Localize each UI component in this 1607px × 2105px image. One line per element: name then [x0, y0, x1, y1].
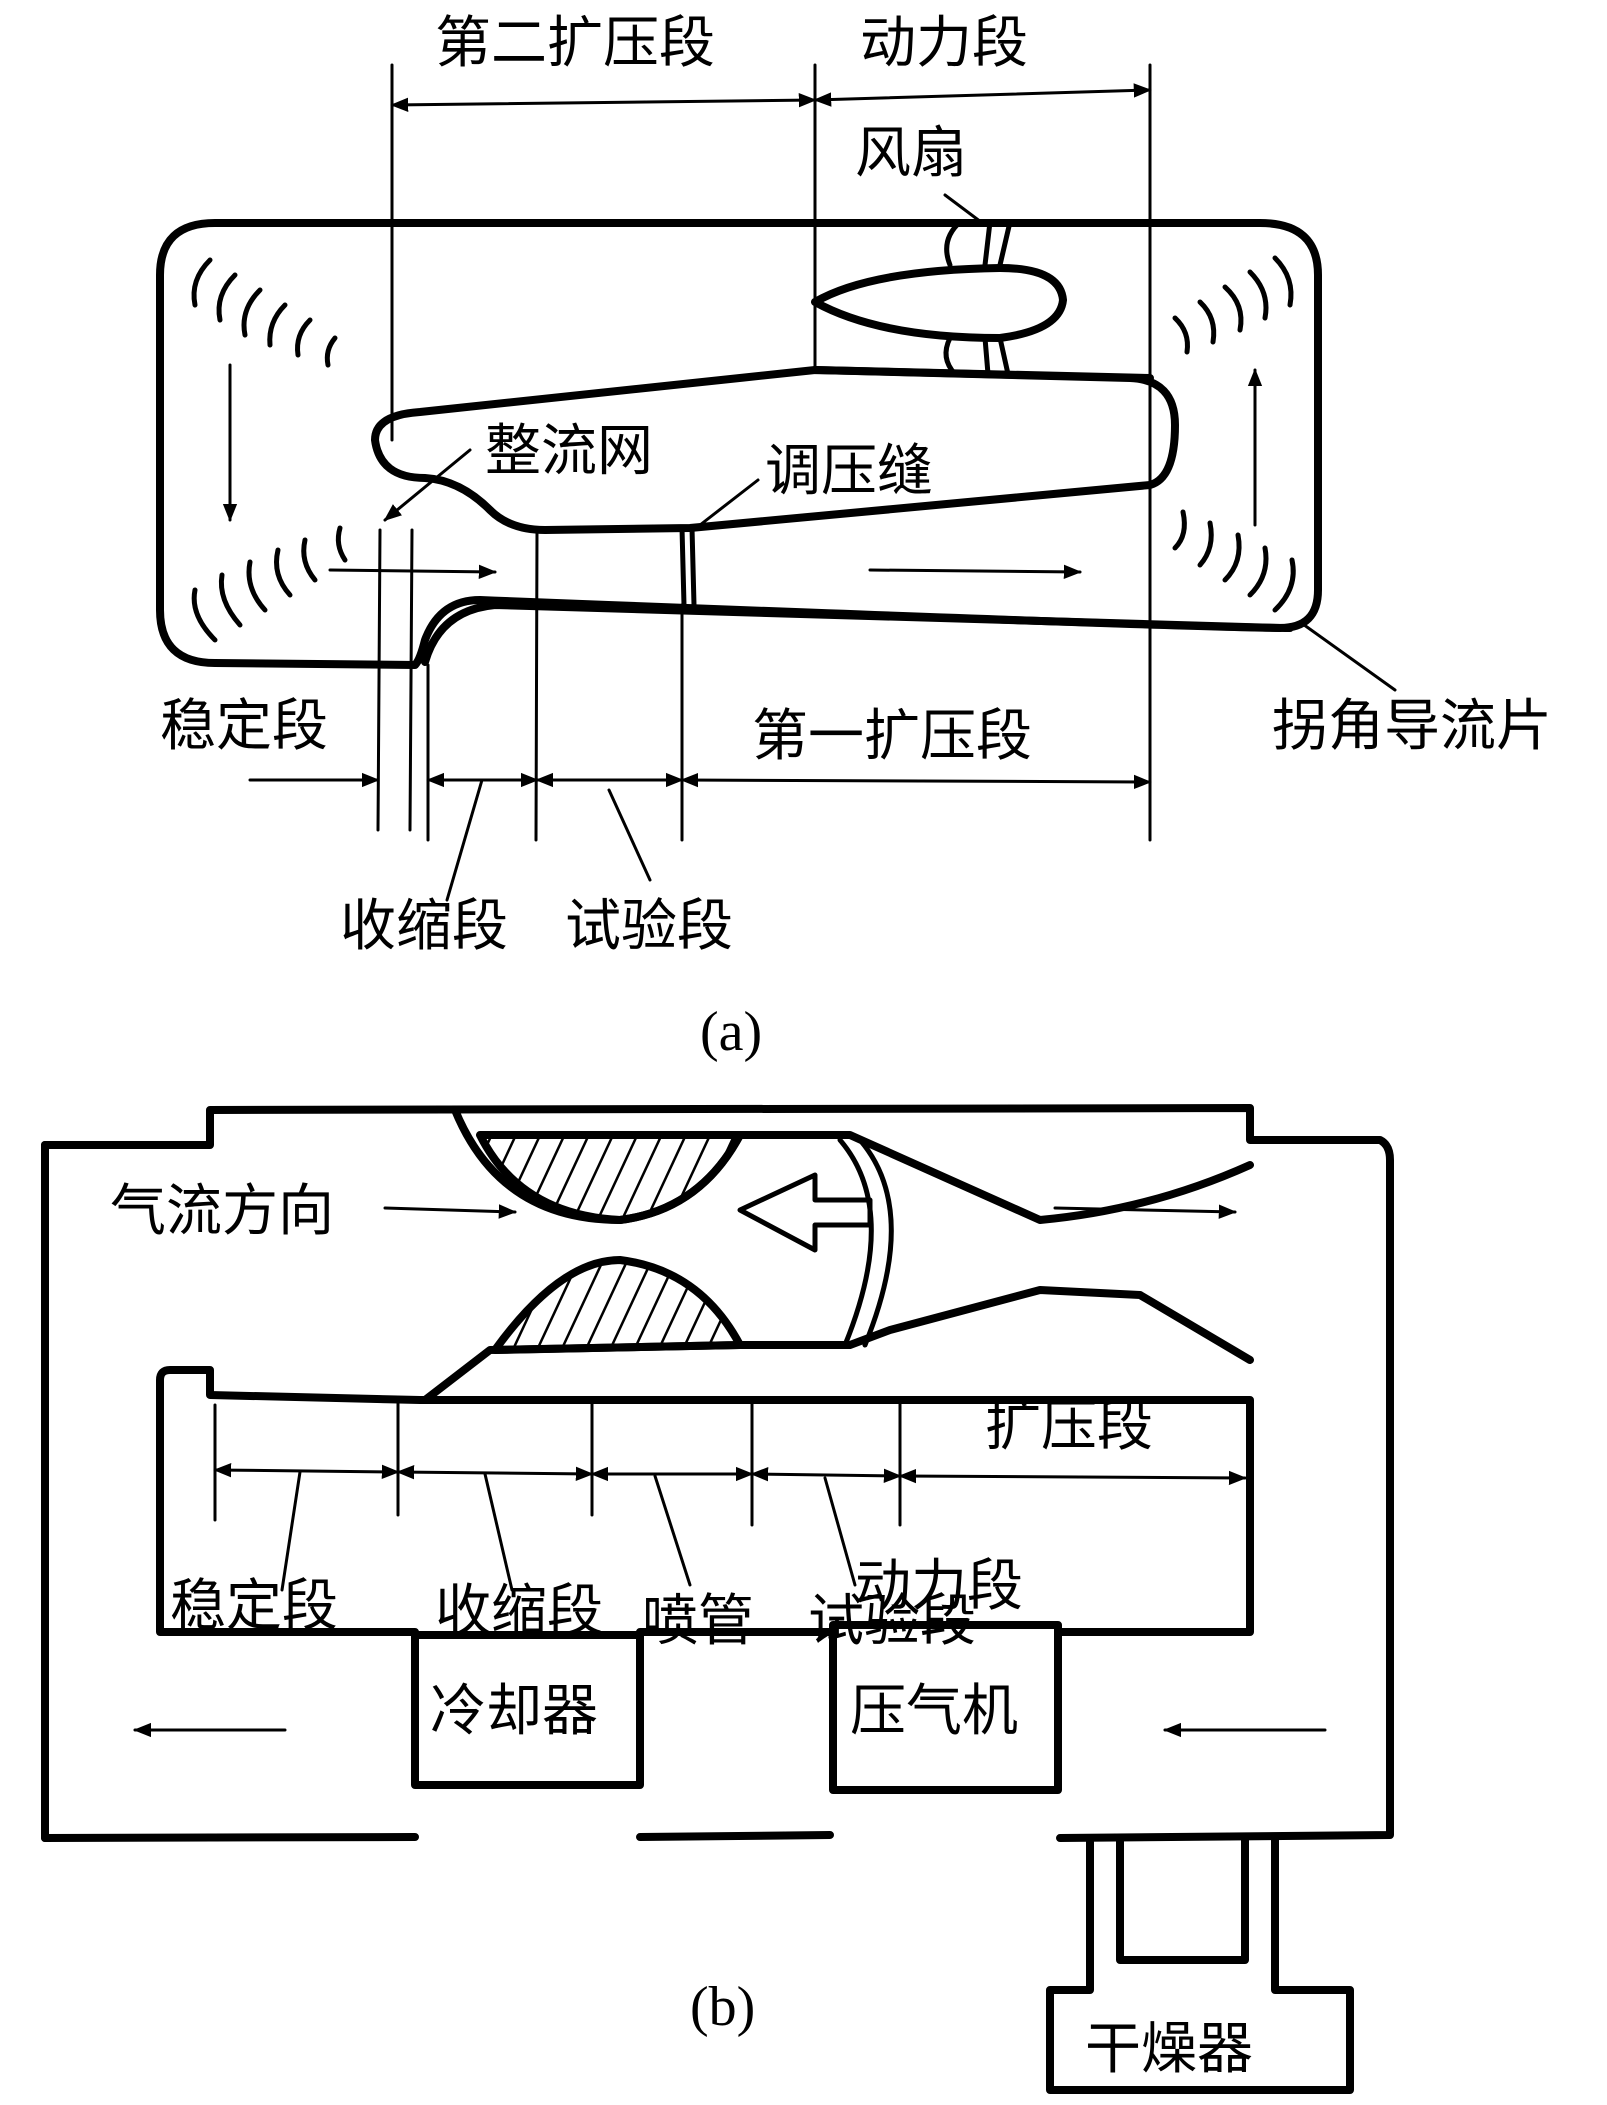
test-model	[737, 1172, 873, 1253]
dim-first-diffuser	[680, 772, 1152, 790]
tunnel-a-lower-wall	[421, 601, 1284, 666]
leader-slot	[698, 478, 760, 527]
tunnel-b-inner-wall	[156, 1366, 1254, 1636]
pressure-slot	[679, 525, 697, 608]
label-pressure-slot: 调压缝	[765, 439, 933, 504]
label-airflow-direction: 气流方向	[110, 1179, 334, 1244]
dimension-lines-b	[213, 1398, 902, 1527]
figure-b-closed-circuit-tunnel: 气流方向 扩压段 稳定段 收缩段 喷管 试验段 动力段 冷却器 压气机 干燥器 …	[41, 1104, 1394, 2094]
nozzle-upper-block	[476, 1131, 744, 1224]
flow-arrow-right-diffuser	[868, 564, 1082, 580]
caption-b: (b)	[690, 1976, 755, 2038]
turning-vanes-icon	[191, 255, 1296, 643]
cooler-box	[411, 1631, 644, 1789]
dim-contraction-b	[396, 1464, 594, 1482]
leader-nozzle-b	[653, 1474, 692, 1587]
label-power-section-a: 动力段	[860, 11, 1028, 76]
leader-screen	[383, 448, 472, 522]
compressor-box	[829, 1621, 1062, 1794]
dim-test-b	[750, 1467, 902, 1483]
label-settling-a: 稳定段	[160, 694, 328, 759]
label-contraction-b: 收缩段	[435, 1579, 603, 1644]
model-support-arc	[837, 1137, 894, 1348]
label-second-diffuser: 第二扩压段	[435, 11, 715, 76]
dim-power-section	[813, 83, 1152, 107]
label-cooler: 冷却器	[430, 1679, 598, 1744]
airflow-arrow-in	[383, 1204, 517, 1219]
label-first-diffuser: 第一扩压段	[752, 704, 1032, 769]
leader-settling-b	[280, 1470, 302, 1592]
figure-a-closed-circuit-tunnel: 第二扩压段 动力段 风扇 整流网 调压缝 稳定段 第一扩压段 拐角导流片 收缩段…	[156, 11, 1552, 1063]
tunnel-a-fan-duct-lower	[811, 366, 1154, 382]
leader-contraction-b	[483, 1472, 514, 1592]
label-power-section-b: 动力段	[855, 1554, 1023, 1619]
dim-diffuser-b	[898, 1468, 1247, 1486]
leader-fan	[943, 193, 987, 227]
leader-contraction	[445, 778, 484, 902]
dimension-lines-a	[376, 63, 1152, 842]
tunnel-a-inner-body	[371, 366, 1179, 534]
label-turning-vanes: 拐角导流片	[1272, 694, 1552, 759]
fan-icon	[943, 219, 1013, 377]
label-honeycomb-screen: 整流网	[485, 419, 653, 484]
nozzle-lower-block	[491, 1256, 744, 1354]
label-diffuser-b: 扩压段	[985, 1394, 1153, 1459]
tunnel-a-outer-wall	[156, 219, 1322, 669]
label-test-section-a: 试验段	[565, 894, 733, 959]
dim-settling-b	[213, 1462, 400, 1480]
label-compressor: 压气机	[850, 1679, 1018, 1744]
label-dryer: 干燥器	[1085, 2017, 1253, 2082]
caption-a: (a)	[700, 1001, 762, 1063]
fan-nacelle	[811, 264, 1067, 342]
label-settling-b: 稳定段	[170, 1574, 338, 1639]
label-contraction-a: 收缩段	[340, 894, 508, 959]
dryer-pipes	[1046, 1834, 1354, 2094]
leader-test-b	[823, 1476, 857, 1587]
leader-vanes	[1298, 620, 1397, 692]
leader-test	[607, 788, 652, 882]
airflow-arrow-out	[1053, 1204, 1237, 1219]
label-fan: 风扇	[855, 121, 967, 186]
dim-second-diffuser	[390, 92, 817, 113]
label-test-section-b: 试验段	[808, 1589, 976, 1654]
label-nozzle-b: 喷管	[642, 1589, 754, 1654]
